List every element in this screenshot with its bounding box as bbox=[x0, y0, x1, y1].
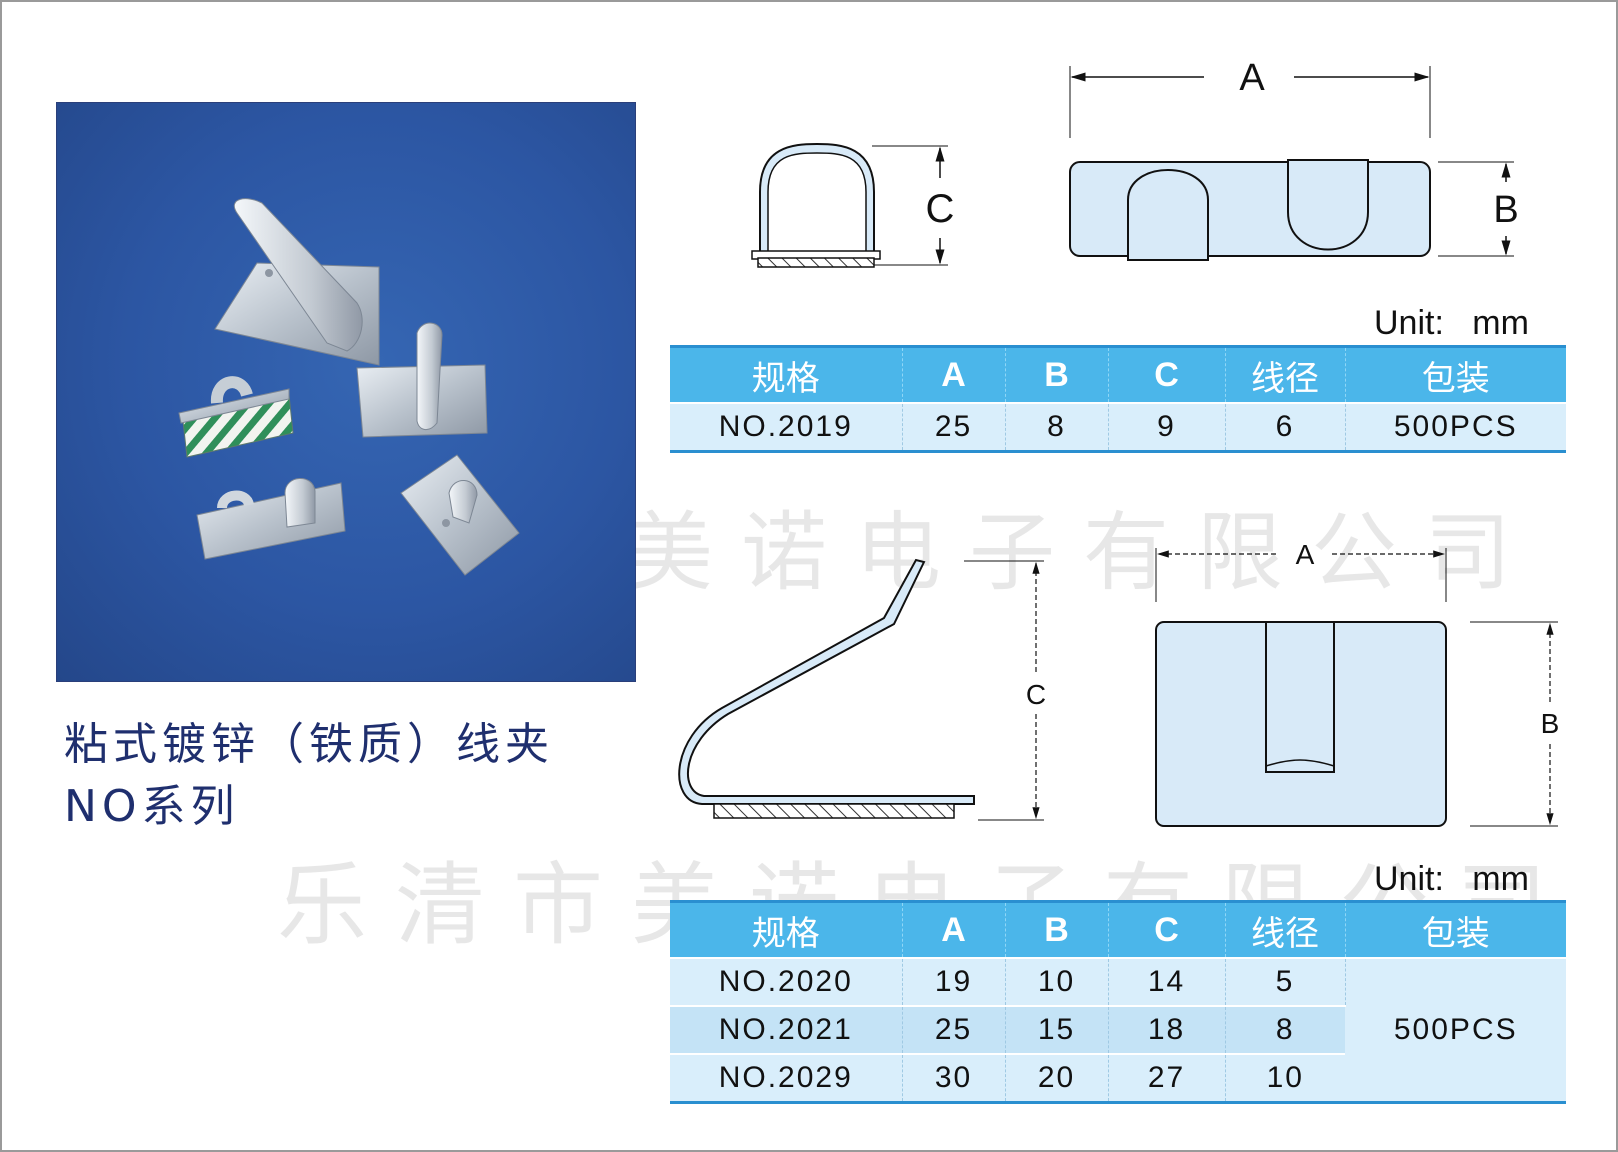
cell-b: 15 bbox=[1005, 1005, 1109, 1054]
cell-b: 10 bbox=[1005, 957, 1109, 1006]
drawing1-top-view: A B bbox=[1069, 57, 1519, 261]
cell-a: 25 bbox=[902, 402, 1006, 452]
cell-c: 18 bbox=[1108, 1005, 1226, 1054]
cell-a: 25 bbox=[902, 1005, 1006, 1054]
table2-header-pack: 包装 bbox=[1345, 901, 1566, 958]
table-row: NO.2019 25 8 9 6 500PCS bbox=[670, 402, 1566, 452]
drawing1-label-c: C bbox=[926, 187, 955, 231]
table1-header-row: 规格 A B C 线径 包装 bbox=[670, 346, 1566, 403]
table-row: NO.2020 19 10 14 5 500PCS bbox=[670, 957, 1566, 1103]
table2-header-spec: 规格 bbox=[670, 901, 903, 958]
cell-wire: 8 bbox=[1225, 1005, 1345, 1054]
table2-header-c: C bbox=[1108, 901, 1226, 958]
table1-header-c: C bbox=[1108, 346, 1226, 403]
table1-header-b: B bbox=[1005, 346, 1109, 403]
drawing2-label-b: B bbox=[1541, 708, 1560, 739]
cell-b: 8 bbox=[1005, 402, 1109, 452]
table1-header-wire: 线径 bbox=[1225, 346, 1346, 403]
drawing2-label-c: C bbox=[1026, 679, 1046, 710]
product-title-line2: NO系列 bbox=[64, 781, 240, 832]
table1-header-a: A bbox=[902, 346, 1006, 403]
table2-header-wire: 线径 bbox=[1225, 901, 1346, 958]
cell-a: 30 bbox=[902, 1053, 1006, 1103]
cell-spec: NO.2020 bbox=[670, 957, 903, 1006]
table1-header-pack: 包装 bbox=[1345, 346, 1566, 403]
cell-spec: NO.2021 bbox=[670, 1005, 903, 1054]
cell-pack: 500PCS bbox=[1345, 402, 1566, 452]
cell-b: 20 bbox=[1005, 1053, 1109, 1103]
cell-spec: NO.2029 bbox=[670, 1053, 903, 1103]
drawing2-top-view: A B bbox=[1155, 539, 1560, 827]
cell-c: 14 bbox=[1108, 957, 1226, 1006]
drawing1-label-b: B bbox=[1493, 189, 1518, 231]
table2-header-a: A bbox=[902, 901, 1006, 958]
table2-header-row: 规格 A B C 线径 包装 bbox=[670, 901, 1566, 958]
drawing2-side-view: C bbox=[678, 558, 1046, 821]
table2-header-b: B bbox=[1005, 901, 1109, 958]
cell-c: 27 bbox=[1108, 1053, 1226, 1103]
cell-a: 19 bbox=[902, 957, 1006, 1006]
cell-pack: 500PCS bbox=[1345, 957, 1566, 1103]
cell-c: 9 bbox=[1108, 402, 1226, 452]
drawing2-label-a: A bbox=[1296, 539, 1315, 570]
cell-wire: 10 bbox=[1225, 1053, 1345, 1103]
product-title: 粘式镀锌（铁质）线夹 NO系列 bbox=[64, 714, 554, 838]
cell-wire: 6 bbox=[1225, 402, 1346, 452]
product-photo-illustration bbox=[178, 198, 520, 576]
table-row: NO.2021 25 15 18 8 bbox=[670, 1005, 1566, 1054]
product-photo bbox=[56, 102, 636, 682]
drawing1-side-view: C bbox=[751, 142, 955, 268]
cell-spec: NO.2019 bbox=[670, 402, 903, 452]
table-row: NO.2029 30 20 27 10 bbox=[670, 1053, 1566, 1103]
product-title-line1: 粘式镀锌（铁质）线夹 bbox=[64, 719, 554, 770]
table1-header-spec: 规格 bbox=[670, 346, 903, 403]
table1-unit-label: Unit: mm bbox=[1374, 304, 1529, 342]
spec-table-1: 规格 A B C 线径 包装 NO.2019 25 8 9 6 500PCS bbox=[670, 345, 1566, 453]
cell-wire: 5 bbox=[1225, 957, 1346, 1006]
watermark-company-name: 美诺电子有限公司 bbox=[627, 503, 1539, 603]
table2-unit-label: Unit: mm bbox=[1374, 860, 1529, 898]
drawing1-label-a: A bbox=[1239, 57, 1265, 99]
spec-table-2: 规格 A B C 线径 包装 NO.2020 19 10 14 5 500PCS… bbox=[670, 900, 1566, 1104]
